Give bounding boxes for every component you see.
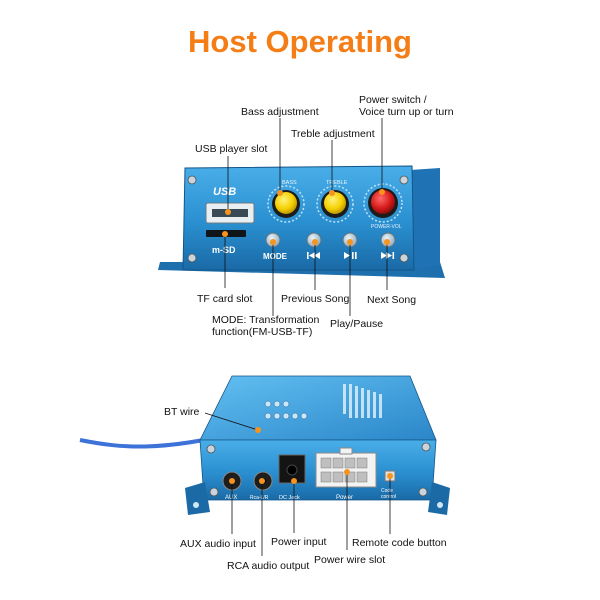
code-control-text-line: Code: [381, 488, 393, 494]
power-label: Power switch /Voice turn up or turn: [359, 94, 454, 118]
back-leader-lines: [204, 412, 391, 556]
mode-text: MODE: [263, 252, 288, 261]
screw-icon: [421, 442, 431, 452]
screw-icon: [206, 444, 216, 454]
page-title: Host Operating: [188, 24, 412, 59]
rca-text: Rca-L/R: [250, 495, 269, 501]
power-wire-label: Power wire slot: [314, 554, 386, 566]
front-leader-lines: [224, 118, 388, 316]
bass-ring-label: BASS: [282, 180, 297, 186]
play-pause-label: Play/Pause: [330, 318, 384, 330]
aux-text: AUX: [225, 495, 237, 501]
power-scale: [363, 183, 403, 223]
remote-code-label: Remote code button: [352, 537, 447, 549]
screw-icon: [193, 502, 199, 508]
dc-jack-text: DC Jack: [279, 495, 300, 501]
screw-icon: [209, 487, 219, 497]
back-leader-dots: [229, 427, 393, 484]
bass-label: Bass adjustment: [241, 106, 319, 118]
power-input-label: Power input: [271, 536, 327, 548]
bass-knob[interactable]: [275, 192, 297, 214]
play-pause-icon: [344, 252, 357, 259]
next-label: Next Song: [367, 294, 417, 306]
screw-icon: [399, 253, 409, 263]
bt-wire-label: BT wire: [164, 406, 200, 418]
code-control-text-line: control: [381, 494, 396, 500]
right-foot: [428, 482, 450, 515]
screw-icon: [418, 487, 428, 497]
treble-label: Treble adjustment: [291, 128, 375, 140]
back-top-face: [199, 375, 437, 441]
usb-logo: USB: [213, 186, 236, 198]
top-indicator-dots: [264, 400, 308, 420]
usb-slot-label: USB player slot: [195, 143, 268, 155]
screw-icon: [437, 502, 443, 508]
front-panel: USB m-SD BASS TREBLE POWER-VOL: [158, 118, 445, 316]
aux-label: AUX audio input: [180, 538, 256, 550]
front-leader-dots: [222, 189, 390, 245]
power-ring-label: POWER-VOL: [371, 224, 402, 230]
treble-knob[interactable]: [324, 192, 346, 214]
bass-scale: [267, 185, 305, 223]
previous-label: Previous Song: [281, 293, 350, 305]
next-icon: [381, 252, 395, 259]
power-knob[interactable]: [371, 190, 395, 214]
screw-icon: [399, 175, 409, 185]
watermark: Yulian Electronics: [261, 503, 340, 514]
tf-logo: m-SD: [212, 245, 236, 255]
front-side-face: [410, 168, 440, 270]
treble-ring-label: TREBLE: [326, 180, 348, 186]
rca-label: RCA audio output: [227, 560, 310, 572]
screw-icon: [187, 253, 197, 263]
power-text: Power: [336, 495, 353, 501]
tf-label: TF card slot: [197, 293, 253, 305]
screw-icon: [187, 175, 197, 185]
treble-scale: [316, 185, 354, 223]
top-vents: [343, 384, 382, 418]
left-foot: [185, 482, 210, 515]
previous-icon: [307, 252, 320, 259]
